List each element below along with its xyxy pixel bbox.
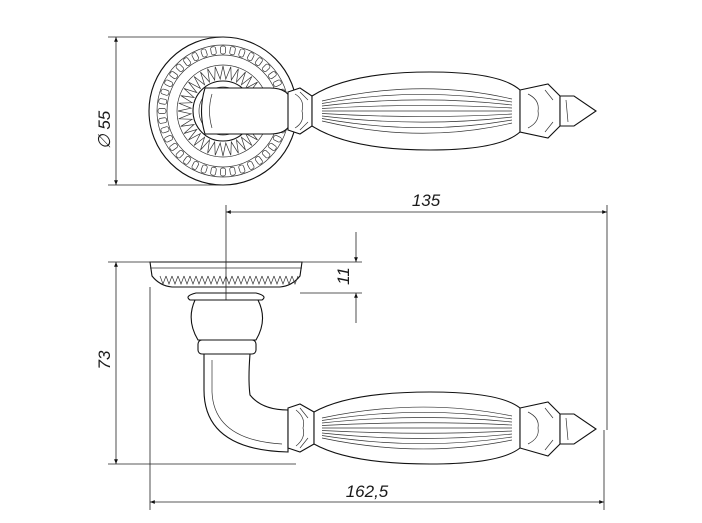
grip-flute [321,105,513,109]
length-135-dimension: 135 [225,191,608,430]
grip-flute [321,411,513,421]
grip-flute [321,113,513,117]
handle-top [200,71,597,151]
rosette-bead [164,134,174,143]
rosette-bead [183,57,192,66]
rosette-bead [246,160,255,170]
grip-flute [321,417,513,424]
rosette-bead [160,126,170,134]
rosette-bead [262,150,271,159]
rosette-knurl [291,275,299,285]
rosette-knurl [255,275,263,285]
sunburst-ornament [177,65,269,157]
length-162-label: 162,5 [346,482,389,501]
rosette-bead [164,79,174,88]
grip-flute [321,430,513,434]
rosette-knurl [267,275,275,285]
rosette-bead [200,164,208,174]
length-135-label: 135 [412,191,441,210]
grip-flute [321,422,513,426]
rosette-knurl [285,275,293,285]
rosette-knurl [189,275,197,285]
rosette-bead [220,167,226,177]
handle-side [287,391,597,465]
rosette-bead [169,142,178,151]
grip-flute [321,88,513,102]
rosette-knurl [171,275,179,285]
height-11-dimension: 11 [300,232,362,323]
grip-flute [321,437,513,450]
rosette-knurl [249,275,257,285]
rosette-bead [238,164,246,174]
rosette-knurl [159,275,167,285]
grip-flute [321,115,513,123]
grip-flute [321,406,513,419]
rosette-knurl [279,275,287,285]
rosette-bead [160,88,170,96]
rosette-bead [169,71,178,80]
rosette-knurl [237,275,245,285]
rosette-knurl [165,275,173,285]
diameter-dimension: ∅ 55 [95,36,222,186]
rosette-bead [191,52,200,62]
rosette-bead [175,150,184,159]
height-73-label: 73 [95,350,114,369]
diameter-label: ∅ 55 [95,110,114,149]
rosette-knurl [195,275,203,285]
side-view: 135 11 73 162,5 [95,191,608,510]
grip-flute [321,118,513,129]
rosette-knurl [207,275,215,285]
rosette-bead [229,46,236,56]
height-73-dimension: 73 [95,261,296,465]
grip-flute [321,120,513,134]
rosette-bead [272,79,282,88]
rosette-bead [158,98,168,105]
rosette-bead [220,45,226,55]
rosette-knurl [177,275,185,285]
rosette-bead [254,57,263,66]
length-162-dimension: 162,5 [149,287,605,510]
rosette-bead [268,71,277,80]
rosette-knurl [183,275,191,285]
rosette-bead [229,166,236,176]
rosette-knurl [213,275,221,285]
rosette-bead [246,52,255,62]
top-view: ∅ 55 [95,36,597,186]
rosette-bead [157,108,167,114]
rosette-bead [272,134,282,143]
rosette-bead [200,48,208,58]
rosette-bead [210,166,217,176]
rosette-bead [175,63,184,72]
rosette-bead [268,142,277,151]
rosette-bead [158,117,168,124]
grip-flute [321,99,513,107]
rosette-knurl [231,275,239,285]
handle-neck [187,292,289,453]
rosette-knurl [261,275,269,285]
rosette-bead [238,48,246,58]
rosette-bead [262,63,271,72]
rosette-bead [183,156,192,165]
grip-flute [321,93,513,104]
rosette-bead [254,156,263,165]
grip-flute [321,432,513,439]
rosette-knurl [225,275,233,285]
rosette-knurl [201,275,209,285]
rosette-knurl [273,275,281,285]
rosette-bead [210,46,217,56]
height-11-label: 11 [334,267,353,285]
rosette-bead [191,160,200,170]
grip-flute [321,435,513,445]
rosette-knurl [243,275,251,285]
rosette-knurl [219,275,227,285]
